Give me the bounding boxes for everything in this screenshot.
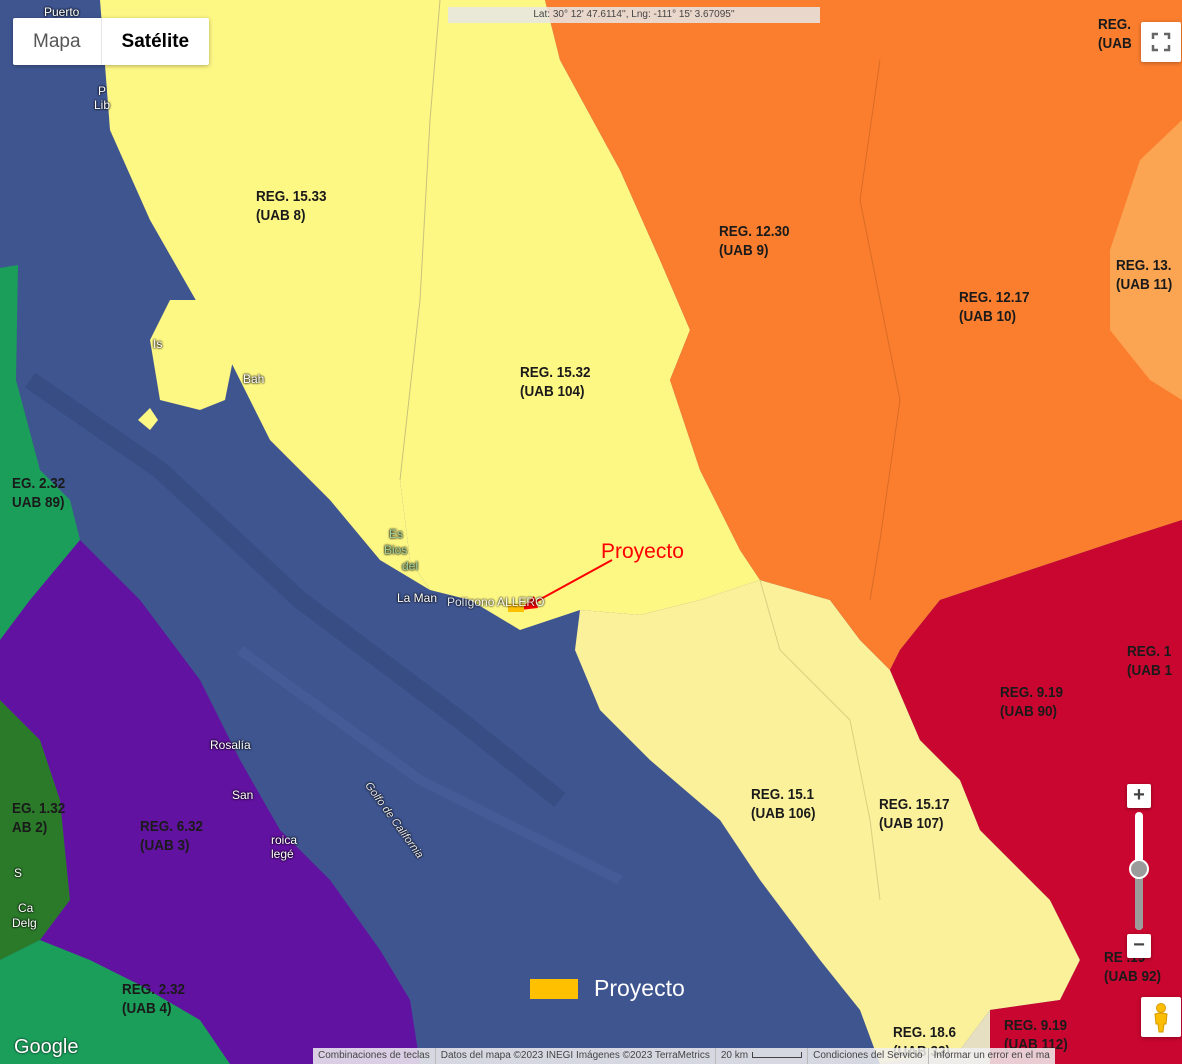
place-ca: Ca — [18, 901, 34, 915]
region-2-32-west — [0, 265, 80, 640]
zoom-slider-fill — [1135, 869, 1143, 930]
region-12-30 — [545, 0, 1182, 670]
islet-yellow — [138, 408, 158, 430]
zoom-in-button[interactable]: + — [1127, 784, 1151, 808]
boundary-15-33-15-32 — [399, 0, 441, 481]
place-lib: P — [98, 84, 107, 98]
place-bahia: Bah — [243, 372, 265, 386]
place-biosfera-2: Bios — [384, 543, 408, 557]
legend: Proyecto — [530, 975, 685, 1002]
place-biosfera-3: del — [402, 559, 419, 573]
place-puerto: Puerto — [44, 5, 80, 19]
sea-trench-2 — [237, 645, 623, 885]
boundary-15-1-15-17 — [759, 579, 881, 901]
scale-bar — [752, 1052, 803, 1059]
footer-terms[interactable]: Condiciones del Servicio — [807, 1048, 928, 1064]
footer-scale-label: 20 km — [720, 1050, 749, 1061]
place-la-manga: La Man — [397, 591, 438, 605]
region-label-15-33: REG. 15.33(UAB 8) — [256, 188, 327, 224]
footer-report-error[interactable]: Informar un error en el ma — [927, 1048, 1055, 1064]
region-label-15-32: REG. 15.32(UAB 104) — [520, 364, 591, 400]
project-arrow — [527, 559, 613, 607]
region-2-32-south — [0, 940, 230, 1064]
legend-swatch-project — [530, 978, 578, 999]
street-view-pegman[interactable] — [1141, 997, 1181, 1037]
region-label-15-1: REG. 15.1(UAB 106) — [751, 786, 816, 822]
place-heroica-1: roica — [271, 833, 298, 847]
region-label-15-17: REG. 15.17(UAB 107) — [879, 796, 950, 832]
region-label-12-17: REG. 12.17(UAB 10) — [959, 289, 1030, 325]
place-lib2: Lib — [94, 98, 111, 112]
region-label-9-19: REG. 9.19(UAB 90) — [1000, 684, 1064, 720]
zoom-control: + − — [1127, 784, 1151, 960]
region-6-32 — [0, 540, 420, 1064]
footer-map-data: Datos del mapa ©2023 INEGI Imágenes ©202… — [434, 1048, 715, 1064]
sea-trench — [24, 372, 566, 808]
place-biosfera-1: Es — [389, 527, 404, 541]
boundary-12-30-12-17 — [859, 59, 901, 601]
place-delg: Delg — [12, 916, 37, 930]
zoom-out-button[interactable]: − — [1127, 934, 1151, 958]
region-label-right: REG. 1(UAB 1 — [1127, 643, 1173, 679]
island-yellow — [150, 300, 235, 410]
place-isla: Is — [153, 337, 163, 351]
region-label-12-30: REG. 12.30(UAB 9) — [719, 223, 790, 259]
project-marker — [508, 604, 524, 612]
fullscreen-icon — [1151, 32, 1171, 52]
region-label-13: REG. 13.(UAB 11) — [1116, 257, 1173, 293]
place-rosalia: Rosalía — [210, 738, 251, 752]
region-15-33 — [100, 0, 440, 590]
region-label-top: REG.(UAB — [1098, 16, 1132, 52]
coordinates-readout: Lat: 30° 12' 47.6114'', Lng: -111° 15' 3… — [448, 7, 820, 23]
region-1-32 — [0, 700, 70, 960]
place-s: S — [14, 866, 23, 880]
region-label-2-32-south: REG. 2.32(UAB 4) — [122, 981, 186, 1017]
fullscreen-button[interactable] — [1141, 22, 1181, 62]
map-type-satellite-button[interactable]: Satélite — [121, 31, 190, 52]
region-13 — [1110, 120, 1182, 400]
place-heroica-2: legé — [271, 847, 294, 861]
region-9-19 — [890, 520, 1182, 1064]
footer-keyboard-shortcuts[interactable]: Combinaciones de teclas — [318, 1050, 430, 1061]
region-15-1 — [575, 580, 1080, 1064]
place-poligono: Polígono ALLERO — [447, 595, 545, 609]
place-san: San — [232, 788, 254, 802]
map-type-control: Mapa Satélite — [13, 18, 210, 65]
google-logo[interactable]: Google — [14, 1036, 79, 1058]
legend-label-project: Proyecto — [594, 975, 685, 1001]
footer-scale[interactable]: 20 km — [714, 1048, 807, 1064]
project-arrow-head — [520, 596, 538, 610]
map-type-map-button[interactable]: Mapa — [13, 18, 102, 65]
region-label-6-32: REG. 6.32(UAB 3) — [140, 818, 204, 854]
pegman-icon — [1154, 1003, 1168, 1033]
map-footer: Combinaciones de teclas Datos del mapa ©… — [313, 1048, 1055, 1064]
region-15-32 — [400, 0, 760, 630]
project-label: Proyecto — [601, 540, 684, 563]
zoom-slider-thumb[interactable] — [1129, 859, 1149, 880]
